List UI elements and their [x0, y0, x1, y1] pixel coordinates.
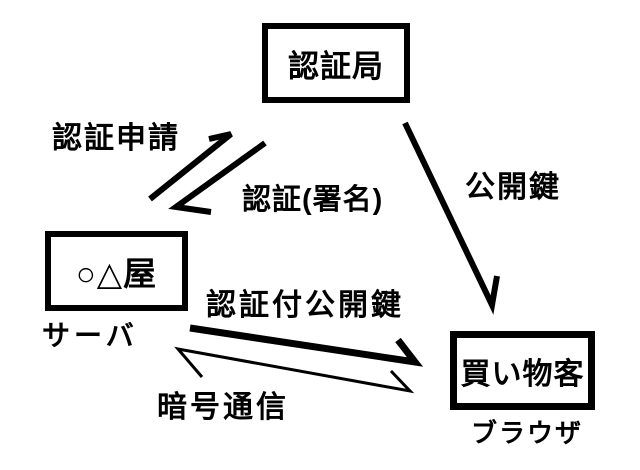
edge-label-cert-request: 認証申請: [52, 122, 180, 155]
arrow-encrypted-communication: [174, 346, 415, 394]
node-certificate-authority: 認証局: [262, 23, 410, 103]
arrow-certified-public-key: [189, 324, 424, 367]
edge-label-encrypted-communication: 暗号通信: [157, 391, 289, 424]
arrow-cert-signed: [168, 140, 267, 215]
shopper-caption: ブラウザ: [471, 418, 584, 448]
node-certificate-authority-label: 認証局: [288, 48, 384, 84]
edge-label-public-key: 公開鍵: [465, 171, 561, 204]
arrow-cert-request: [148, 131, 233, 202]
node-shop: ○△屋: [45, 231, 188, 311]
shop-caption: サーバ: [42, 320, 138, 351]
node-shopper-label: 買い物客: [460, 357, 585, 391]
node-shop-label: ○△屋: [75, 255, 158, 292]
arrow-public-key: [402, 121, 500, 315]
edge-label-certified-public-key: 認証付公開鍵: [206, 289, 404, 322]
edge-label-cert-signed: 認証(署名): [242, 184, 384, 216]
node-shopper: 買い物客: [450, 331, 595, 410]
